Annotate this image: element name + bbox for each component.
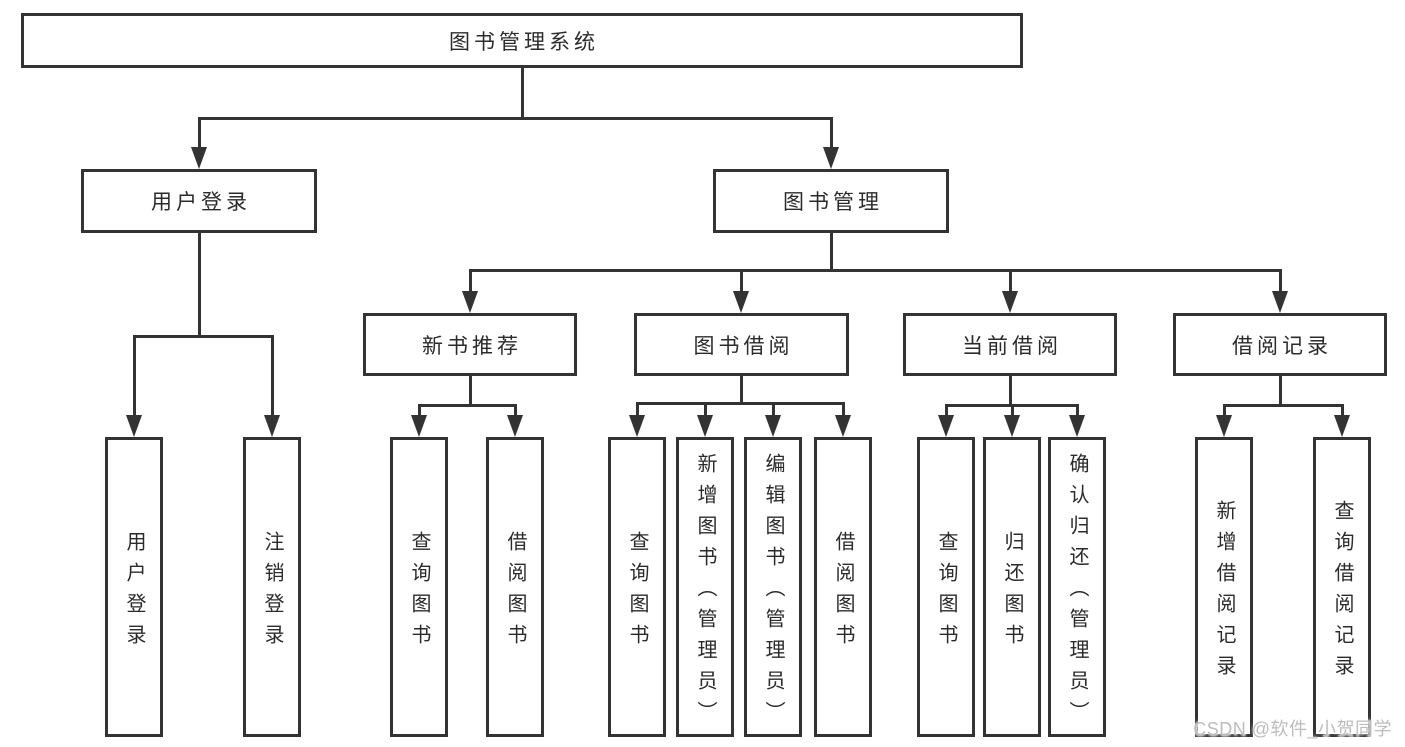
leaf-label: 用户登录 [123,530,145,655]
arrow-down-icon [264,415,280,437]
arrow-down-icon [629,415,645,437]
arrow-down-icon [1069,415,1085,437]
connector-line [771,402,775,417]
connector-line [1008,376,1012,407]
connector-line [270,335,274,417]
arrow-down-icon [938,415,954,437]
leaf-label: 归还图书 [1001,530,1023,655]
leaf-confirm-return-admin: 确认归还（管理员） [1048,437,1106,737]
leaf-edit-books-admin: 编辑图书（管理员） [744,437,802,737]
node-current-borrow: 当前借阅 [903,313,1117,376]
connector-line [703,402,707,417]
connector-line [1222,404,1344,407]
connector-line [513,404,517,417]
connector-line [132,335,136,417]
connector-line [417,404,421,417]
leaf-add-books-admin: 新增图书（管理员） [676,437,734,737]
connector-line [1222,404,1226,417]
leaf-borrow-books-recommend: 借阅图书 [486,437,544,737]
leaf-query-books-current: 查询图书 [917,437,975,737]
connector-line [132,335,274,338]
connector-line [829,233,833,272]
connector-line [197,117,833,120]
leaf-label: 编辑图书（管理员） [762,453,784,732]
node-label: 图书借阅 [693,334,794,358]
leaf-return-books: 归还图书 [983,437,1041,737]
arrow-down-icon [1002,291,1018,313]
arrow-down-icon [1004,415,1020,437]
connector-line [468,269,472,294]
arrow-down-icon [1272,291,1288,313]
leaf-label: 新增借阅记录 [1213,499,1235,686]
connector-line [739,376,743,405]
arrow-down-icon [765,415,781,437]
node-label: 当前借阅 [962,334,1062,358]
arrow-down-icon [733,291,749,313]
leaf-label: 查询图书 [935,530,957,655]
node-label: 图书管理系统 [449,30,599,54]
leaf-query-books-recommend: 查询图书 [390,437,448,737]
connector-line [520,68,524,119]
connector-line [468,376,472,407]
node-label: 借阅记录 [1232,334,1332,358]
node-label: 图书管理 [783,191,883,214]
connector-line [197,117,201,149]
connector-line [1340,404,1344,417]
connector-line [829,117,833,149]
leaf-logout: 注销登录 [243,437,301,737]
node-new-book-recommend: 新书推荐 [363,313,577,376]
leaf-label: 注销登录 [261,530,283,655]
connector-line [1075,404,1079,417]
connector-line [635,402,639,417]
connector-line [739,269,743,294]
connector-line [1278,376,1282,407]
leaf-user-login: 用户登录 [105,437,163,737]
connector-line [468,269,1282,272]
arrow-down-icon [1334,415,1350,437]
arrow-down-icon [823,147,839,169]
connector-line [417,404,517,407]
leaf-borrow-books: 借阅图书 [814,437,872,737]
leaf-label: 借阅图书 [504,530,526,655]
connector-line [841,402,845,417]
connector-line [1010,404,1014,417]
node-book-management: 图书管理 [713,169,949,233]
arrow-down-icon [126,415,142,437]
leaf-label: 查询图书 [626,530,648,655]
arrow-down-icon [411,415,427,437]
connector-line [1278,269,1282,294]
node-label: 新书推荐 [422,334,522,358]
leaf-label: 新增图书（管理员） [694,453,716,732]
leaf-query-borrow-record: 查询借阅记录 [1313,437,1371,737]
leaf-label: 查询借阅记录 [1331,499,1353,686]
arrow-down-icon [697,415,713,437]
arrow-down-icon [1216,415,1232,437]
node-library-management-system: 图书管理系统 [21,13,1023,68]
arrow-down-icon [191,147,207,169]
connector-line [944,404,948,417]
node-borrow-records: 借阅记录 [1173,313,1387,376]
leaf-label: 借阅图书 [832,530,854,655]
leaf-add-borrow-record: 新增借阅记录 [1195,437,1253,737]
leaf-label: 查询图书 [408,530,430,655]
node-label: 用户登录 [151,191,251,214]
arrow-down-icon [462,291,478,313]
arrow-down-icon [835,415,851,437]
connector-line [197,233,201,338]
leaf-label: 确认归还（管理员） [1066,453,1088,732]
connector-line [1008,269,1012,294]
node-user-login: 用户登录 [81,169,317,233]
connector-line [635,402,845,405]
leaf-query-books-borrow: 查询图书 [608,437,666,737]
csdn-watermark: CSDN @软件_小贺同学 [1193,719,1392,739]
arrow-down-icon [507,415,523,437]
node-book-borrow: 图书借阅 [634,313,849,376]
